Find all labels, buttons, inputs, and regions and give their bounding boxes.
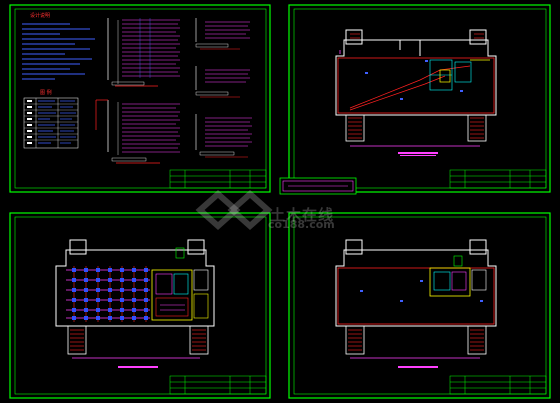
drawing-stamp xyxy=(279,177,357,195)
light-fixtures xyxy=(72,268,148,320)
plan-walls xyxy=(55,239,215,327)
plan-title-underline xyxy=(398,366,438,368)
title-block xyxy=(449,169,547,189)
equipment-room xyxy=(429,267,487,297)
distribution-diagram-main xyxy=(107,18,180,87)
watermark-text: 土木在线 xyxy=(270,206,335,224)
equipment-room xyxy=(429,59,472,91)
sheet-floor-plan-3 xyxy=(288,212,551,399)
stair-right xyxy=(467,114,487,142)
title-block xyxy=(449,375,547,395)
equipment-area xyxy=(151,269,209,321)
watermark-url: co188.com xyxy=(268,218,335,231)
stair-left xyxy=(345,114,365,142)
sheet-floor-plan-1 xyxy=(288,4,551,193)
distribution-diagram-5 xyxy=(195,114,252,158)
title-block xyxy=(169,169,267,189)
legend-heading: 图 例 xyxy=(40,89,52,96)
plan-walls xyxy=(335,29,497,116)
design-notes-text xyxy=(22,23,95,80)
plan-title-underline xyxy=(118,366,158,368)
title-block xyxy=(169,375,267,395)
legend-table xyxy=(23,97,79,149)
plan-walls xyxy=(335,239,497,327)
distribution-diagram-3 xyxy=(195,18,250,50)
sheet-notes-diagram: 设计说明 图 例 xyxy=(9,4,271,193)
notes-heading: 设计说明 xyxy=(30,12,50,19)
distribution-diagram-4 xyxy=(195,66,250,98)
distribution-diagram-2 xyxy=(95,99,180,164)
lighting-grid-vertical xyxy=(73,266,147,322)
sheet-floor-plan-2 xyxy=(9,212,271,399)
plan-title-underline xyxy=(398,152,438,154)
